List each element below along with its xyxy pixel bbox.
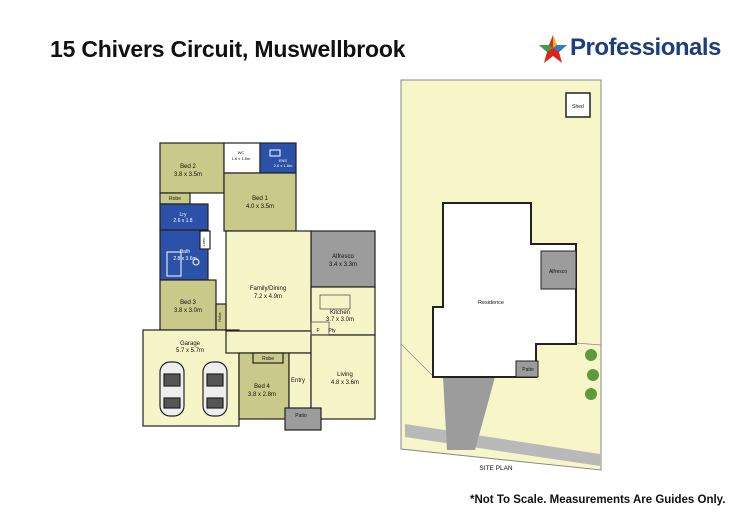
pantry-label: Pty <box>328 328 336 334</box>
car-icon <box>159 361 228 417</box>
site-patio <box>515 360 539 378</box>
kitchen-size: 3.7 x 3.0m <box>326 317 354 323</box>
disclaimer: *Not To Scale. Measurements Are Guides O… <box>470 494 726 506</box>
room-linen <box>199 230 211 250</box>
hedge <box>585 349 599 400</box>
bed2-size: 3.8 x 3.5m <box>174 172 202 178</box>
room-patio <box>284 407 322 431</box>
alfresco-name: Alfresco <box>332 254 354 260</box>
page-title: 15 Chivers Circuit, Muswellbrook <box>50 36 406 62</box>
garage-name: Garage <box>180 341 201 347</box>
bed4-name: Bed 4 <box>254 384 270 390</box>
entry-label: Entry <box>291 378 305 384</box>
bed1-size: 4.0 x 3.5m <box>246 204 274 210</box>
professionals-logo: Professionals <box>538 34 721 68</box>
alfresco-size: 3.4 x 3.3m <box>329 262 357 268</box>
living-size: 4.8 x 3.6m <box>331 380 359 386</box>
site-patio-label: Patio <box>522 367 534 373</box>
garage-size: 5.7 x 5.7m <box>176 348 204 354</box>
site-shed-label: Shed <box>572 104 584 110</box>
family-name: Family/Dining <box>250 286 286 292</box>
room-bed2 <box>159 142 225 194</box>
ens-name: ENS <box>279 158 288 163</box>
star-logo-icon <box>539 35 567 63</box>
wc-name: WC <box>238 150 245 155</box>
site-residence <box>432 202 577 378</box>
wc-size: 1.6 x 1.6m <box>232 156 251 161</box>
bath-size: 2.8 x 3.6m <box>173 256 196 262</box>
bed2-name: Bed 2 <box>180 164 196 170</box>
room-living <box>310 334 376 420</box>
site-plan-label: SITE PLAN <box>479 465 513 472</box>
ens-size: 2.6 x 1.8m <box>274 163 293 168</box>
room-bed1 <box>223 172 297 232</box>
bed3-name: Bed 3 <box>180 300 196 306</box>
patio-label: Patio <box>295 413 307 419</box>
laundry-name: Lry <box>180 212 187 218</box>
family-size: 7.2 x 4.9m <box>254 294 282 300</box>
room-family <box>225 230 312 332</box>
bath-name: Bath <box>180 249 191 255</box>
site-alfresco-label: Alfresco <box>549 269 567 275</box>
fridge-label: F <box>316 328 319 334</box>
robe-top-label: Robe <box>169 196 181 202</box>
living-name: Living <box>337 372 353 378</box>
laundry-size: 2.6 x 1.8 <box>173 218 192 224</box>
site-residence-label: Residence <box>478 300 504 306</box>
robe-side-label: Robe <box>217 311 222 321</box>
room-laundry <box>159 203 209 231</box>
site-alfresco <box>540 250 577 290</box>
driveway-path <box>443 377 495 450</box>
logo-text: Professionals <box>570 34 721 61</box>
bed3-size: 3.8 x 3.0m <box>174 308 202 314</box>
room-ens <box>259 142 297 174</box>
site-shed <box>565 92 591 118</box>
bed1-name: Bed 1 <box>252 196 268 202</box>
bed4-size: 3.8 x 2.8m <box>248 392 276 398</box>
room-wc <box>223 142 261 174</box>
kitchen-name: Kitchen <box>330 310 350 316</box>
linen-label: Lnen <box>201 238 206 247</box>
room-robe-bottom <box>252 352 284 364</box>
robe-bottom-label: Robe <box>262 356 274 362</box>
